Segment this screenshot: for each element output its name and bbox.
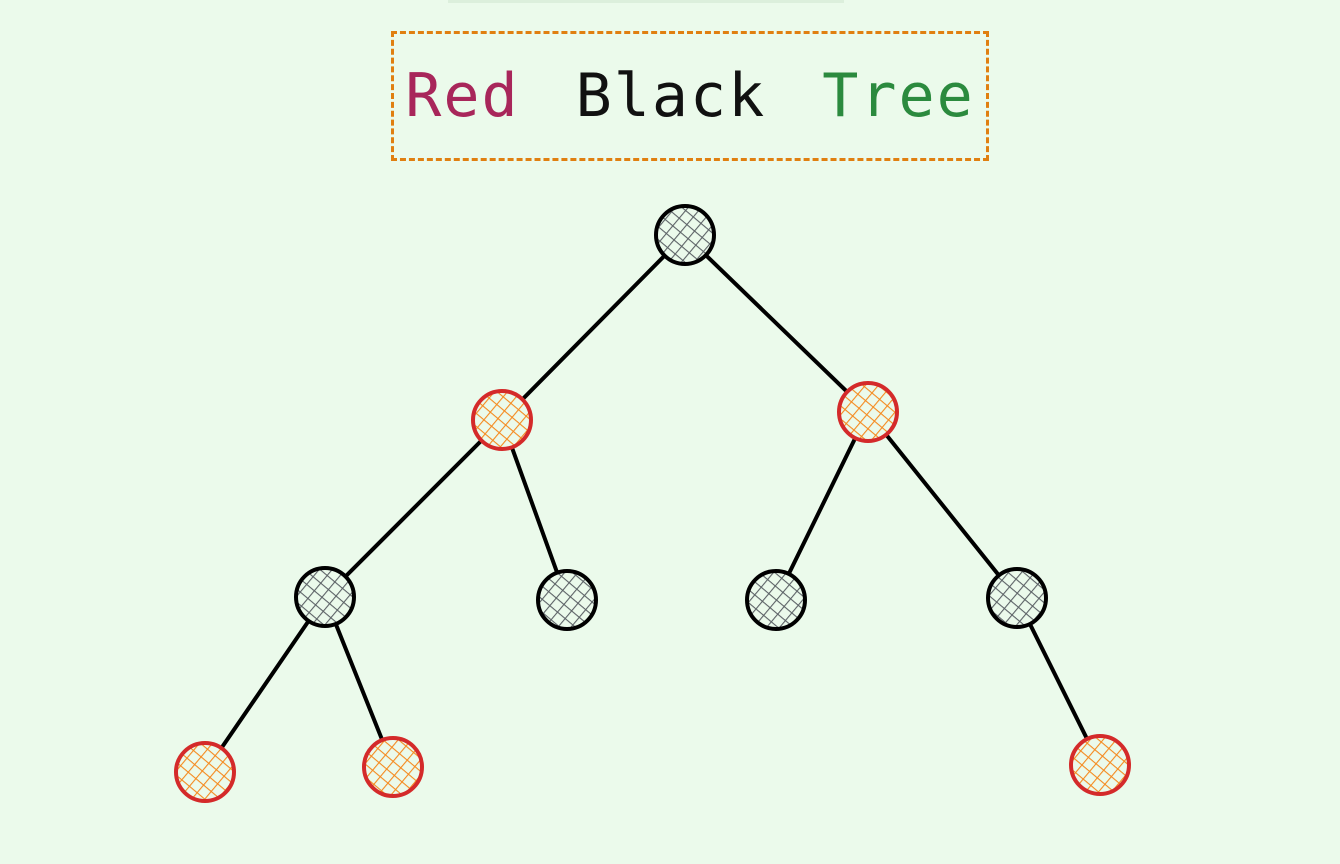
- black-node-n1: [654, 204, 716, 266]
- red-node-n3: [837, 381, 899, 443]
- node-outline: [986, 567, 1048, 629]
- edge-n1-n3: [683, 233, 870, 414]
- edge-n2-n4: [323, 418, 504, 599]
- node-outline: [294, 566, 356, 628]
- node-outline: [536, 569, 598, 631]
- title-word-red: Red: [405, 61, 520, 131]
- black-node-n4: [294, 566, 356, 628]
- edge-n3-n7: [866, 410, 1019, 600]
- edge-n3-n6: [774, 410, 870, 602]
- node-hatch-fill: [474, 392, 530, 448]
- node-outline: [174, 741, 236, 803]
- edge-n7-n10: [1015, 596, 1102, 767]
- node-hatch-fill: [748, 572, 804, 628]
- black-node-n7: [986, 567, 1048, 629]
- node-outline: [1069, 734, 1131, 796]
- red-node-n2: [471, 389, 533, 451]
- title-word-tree: Tree: [822, 61, 975, 131]
- edge-n4-n8: [203, 595, 327, 774]
- node-hatch-fill: [177, 744, 233, 800]
- node-hatch-fill: [365, 739, 421, 795]
- edge-n2-n5: [500, 418, 569, 602]
- red-node-n9: [362, 736, 424, 798]
- title-word-black: Black: [575, 61, 767, 131]
- node-outline: [837, 381, 899, 443]
- node-outline: [471, 389, 533, 451]
- top-strip: [448, 0, 844, 3]
- black-node-n5: [536, 569, 598, 631]
- title-box: Red Black Tree: [391, 31, 989, 161]
- node-outline: [362, 736, 424, 798]
- node-hatch-fill: [297, 569, 353, 625]
- black-node-n6: [745, 569, 807, 631]
- nodes-layer: [174, 204, 1131, 803]
- node-hatch-fill: [1072, 737, 1128, 793]
- edges-layer: [203, 233, 1102, 774]
- node-hatch-fill: [657, 207, 713, 263]
- edge-n1-n2: [500, 233, 687, 422]
- node-hatch-fill: [989, 570, 1045, 626]
- node-hatch-fill: [539, 572, 595, 628]
- node-hatch-fill: [840, 384, 896, 440]
- red-node-n10: [1069, 734, 1131, 796]
- node-outline: [745, 569, 807, 631]
- red-node-n8: [174, 741, 236, 803]
- node-outline: [654, 204, 716, 266]
